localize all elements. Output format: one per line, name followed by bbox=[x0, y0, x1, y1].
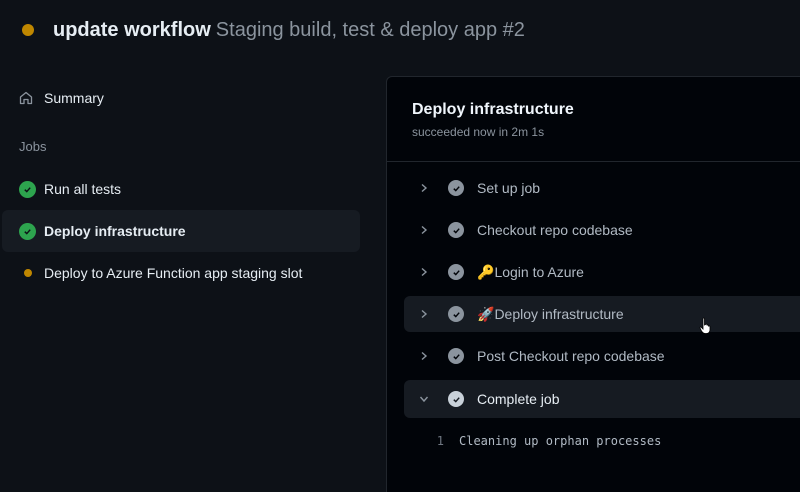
steps-list: Set up job Checkout repo codebase 🔑 Logi… bbox=[387, 0, 800, 492]
step-check-icon bbox=[448, 391, 464, 407]
chevron-right-icon bbox=[416, 267, 432, 277]
chevron-down-icon bbox=[416, 394, 432, 404]
sidebar-job-deploy-azure-staging[interactable]: Deploy to Azure Function app staging slo… bbox=[2, 252, 360, 294]
chevron-right-icon bbox=[416, 309, 432, 319]
job-label: Deploy to Azure Function app staging slo… bbox=[44, 265, 303, 281]
step-set-up-job[interactable]: Set up job bbox=[404, 170, 800, 206]
sidebar-job-run-all-tests[interactable]: Run all tests bbox=[2, 168, 360, 210]
step-checkout-repo[interactable]: Checkout repo codebase bbox=[404, 212, 800, 248]
sidebar-job-deploy-infrastructure[interactable]: Deploy infrastructure bbox=[2, 210, 360, 252]
jobs-heading: Jobs bbox=[19, 139, 47, 154]
step-label: Checkout repo codebase bbox=[477, 222, 633, 238]
in-progress-dot-icon bbox=[23, 269, 32, 277]
step-check-icon bbox=[448, 264, 464, 280]
log-line-number[interactable]: 1 bbox=[436, 434, 444, 448]
step-label: Login to Azure bbox=[494, 264, 584, 280]
step-deploy-infrastructure[interactable]: 🚀 Deploy infrastructure bbox=[404, 296, 800, 332]
chevron-right-icon bbox=[416, 351, 432, 361]
job-label: Deploy infrastructure bbox=[44, 223, 186, 239]
chevron-right-icon bbox=[416, 183, 432, 193]
summary-label: Summary bbox=[44, 90, 104, 106]
step-check-icon bbox=[448, 306, 464, 322]
rocket-icon: 🚀 bbox=[477, 305, 495, 322]
in-progress-status-icon bbox=[22, 24, 34, 36]
commit-message: update workflow bbox=[53, 18, 211, 41]
success-check-icon bbox=[19, 180, 36, 198]
log-line-text: Cleaning up orphan processes bbox=[459, 434, 662, 448]
step-complete-job[interactable]: Complete job bbox=[404, 380, 800, 418]
step-label: Deploy infrastructure bbox=[494, 306, 624, 322]
hand-pointer-cursor-icon bbox=[699, 317, 711, 334]
job-detail-panel: Deploy infrastructure succeeded now in 2… bbox=[386, 76, 800, 492]
step-check-icon bbox=[448, 222, 464, 238]
job-status-text: succeeded now in 2m 1s bbox=[412, 125, 545, 139]
success-check-icon bbox=[19, 222, 36, 240]
home-icon bbox=[19, 91, 33, 105]
job-title: Deploy infrastructure bbox=[412, 101, 574, 118]
job-label: Run all tests bbox=[44, 181, 122, 197]
step-label: Set up job bbox=[477, 180, 541, 196]
step-label: Complete job bbox=[477, 391, 560, 407]
workflow-name: Staging build, test & deploy app #2 bbox=[215, 18, 525, 41]
log-line: 1 Cleaning up orphan processes bbox=[404, 434, 662, 448]
step-check-icon bbox=[448, 180, 464, 196]
key-icon: 🔑 bbox=[477, 263, 495, 280]
step-check-icon bbox=[448, 348, 464, 364]
sidebar-item-summary[interactable]: Summary bbox=[18, 88, 104, 108]
step-post-checkout[interactable]: Post Checkout repo codebase bbox=[404, 338, 800, 374]
chevron-right-icon bbox=[416, 225, 432, 235]
job-header: Deploy infrastructure succeeded now in 2… bbox=[387, 77, 800, 162]
step-label: Post Checkout repo codebase bbox=[477, 348, 665, 364]
step-login-azure[interactable]: 🔑 Login to Azure bbox=[404, 254, 800, 290]
